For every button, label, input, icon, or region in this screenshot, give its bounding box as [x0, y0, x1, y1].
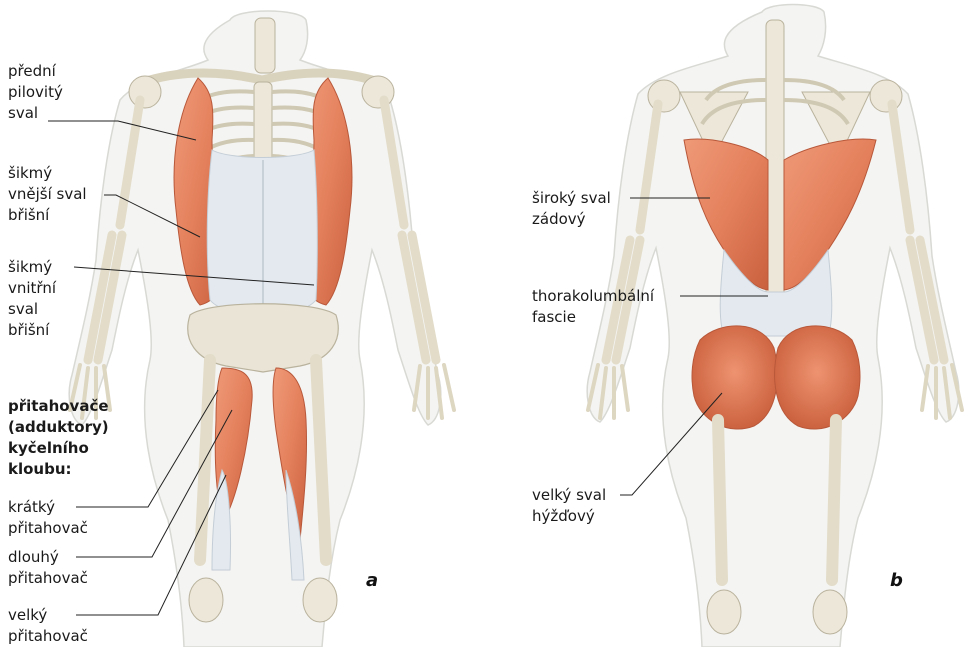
front-sternum: [254, 82, 272, 162]
back-right-femur: [832, 420, 836, 580]
panel-a-letter: a: [366, 570, 378, 591]
label-adductor-magnus: velký přitahovač: [8, 605, 88, 647]
back-left-shoulder-joint: [648, 80, 680, 112]
label-adductor-brevis: krátký přitahovač: [8, 497, 88, 539]
back-left-knee: [707, 590, 741, 634]
front-left-knee: [189, 578, 223, 622]
label-adductors-heading: přitahovače (adduktory) kyčelního kloubu…: [8, 396, 109, 480]
front-right-knee: [303, 578, 337, 622]
front-left-shoulder-joint: [129, 76, 161, 108]
front-figure: [69, 11, 454, 647]
label-external-oblique: šikmý vnější sval břišní: [8, 163, 87, 226]
label-thoracolumbar-fascia: thorakolumbální fascie: [532, 286, 654, 328]
label-gluteus-maximus: velký sval hýžďový: [532, 485, 606, 527]
panel-b-letter: b: [890, 570, 903, 591]
back-right-gluteus: [775, 326, 860, 429]
label-latissimus-dorsi: široký sval zádový: [532, 188, 611, 230]
label-serratus-anterior: přední pilovitý sval: [8, 61, 63, 124]
label-internal-oblique: šikmý vnitřní sval břišní: [8, 257, 56, 341]
back-right-knee: [813, 590, 847, 634]
back-left-femur: [718, 420, 722, 580]
back-left-gluteus: [692, 326, 777, 429]
front-cervical-spine: [255, 18, 275, 73]
front-right-shoulder-joint: [362, 76, 394, 108]
label-adductor-longus: dlouhý přitahovač: [8, 547, 88, 589]
back-right-shoulder-joint: [870, 80, 902, 112]
back-spine: [766, 20, 784, 320]
